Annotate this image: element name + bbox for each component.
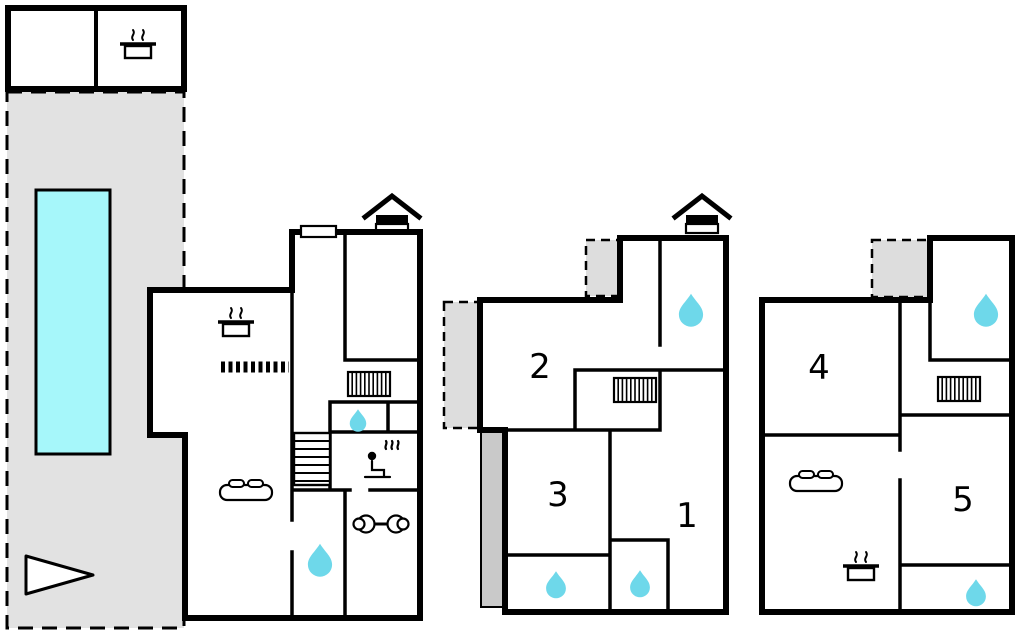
room-label-5: 5 (952, 480, 974, 520)
radiator-icon (612, 376, 658, 404)
house-b: 2 3 1 (442, 196, 729, 615)
roof-vent-icon (365, 196, 419, 233)
porch-area (870, 238, 931, 299)
porch-area (584, 238, 622, 298)
roof-vent-icon (675, 196, 729, 233)
direction-arrow-icon (24, 554, 95, 596)
room-label-4: 4 (808, 348, 830, 388)
terrace-area (442, 300, 482, 430)
house-c: 4 5 (759, 235, 1015, 615)
radiator-icon (346, 370, 392, 398)
house-a-outline (147, 229, 423, 621)
room-label-2: 2 (529, 347, 551, 387)
outside-steps-area (480, 430, 506, 608)
radiator-icon (936, 375, 982, 403)
swimming-pool (34, 188, 112, 456)
house-b-interior-walls (503, 236, 728, 614)
house-a (147, 196, 423, 621)
annexe-building (5, 5, 187, 92)
room-label-3: 3 (547, 475, 569, 515)
house-c-interior-walls (760, 298, 1014, 614)
stairs-icon (292, 431, 332, 487)
room-label-1: 1 (676, 496, 698, 536)
window-marker-icon (299, 224, 338, 239)
